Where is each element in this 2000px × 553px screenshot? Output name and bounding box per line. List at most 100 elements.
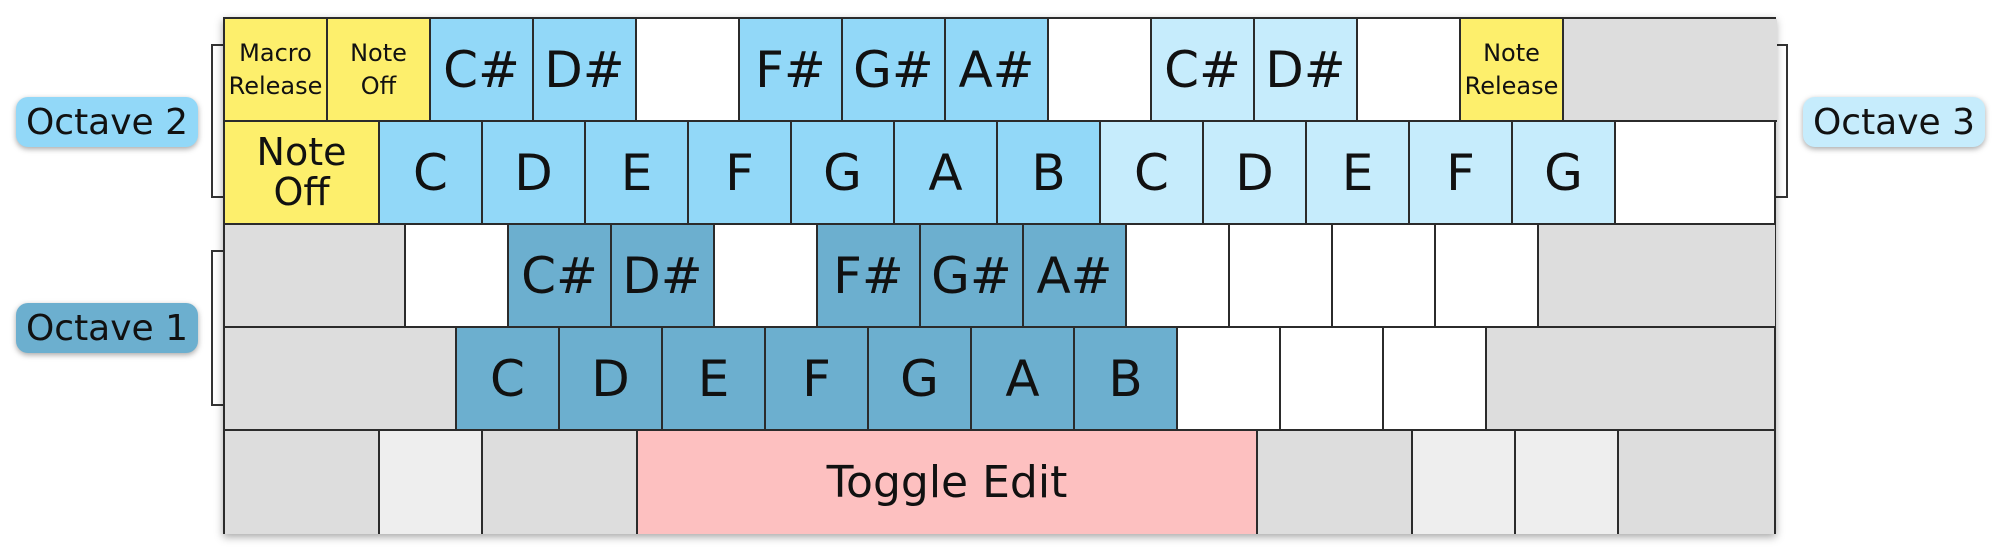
key-label: Note Off bbox=[350, 39, 407, 100]
key-label: D bbox=[514, 143, 553, 202]
key-c-octave2: C bbox=[380, 122, 483, 225]
key-c-octave1: C bbox=[457, 328, 560, 431]
key-d-sharp-octave2: D# bbox=[534, 19, 637, 122]
key-d-octave1: D bbox=[560, 328, 663, 431]
key-label: D# bbox=[622, 246, 703, 305]
key-c-octave3: C bbox=[1101, 122, 1204, 225]
key-label: B bbox=[1031, 143, 1066, 202]
key-label: C# bbox=[1164, 40, 1241, 99]
key-label: F bbox=[802, 349, 831, 408]
key-blank bbox=[1333, 225, 1436, 328]
key-row-3: C# D# F# G# A# bbox=[225, 225, 1775, 328]
key-f-octave2: F bbox=[689, 122, 792, 225]
key-label: B bbox=[1108, 349, 1143, 408]
key-b-octave2: B bbox=[998, 122, 1101, 225]
key-blank bbox=[1178, 328, 1281, 431]
key-label: C bbox=[1134, 143, 1169, 202]
key-blank bbox=[1384, 328, 1487, 431]
key-label: D bbox=[591, 349, 630, 408]
key-g-octave3: G bbox=[1513, 122, 1616, 225]
key-label: Note Off bbox=[256, 129, 347, 214]
key-toggle-edit: Toggle Edit bbox=[638, 431, 1258, 534]
octave-3-label: Octave 3 bbox=[1803, 97, 1985, 147]
key-c-sharp-octave1: C# bbox=[509, 225, 612, 328]
key-d-octave3: D bbox=[1204, 122, 1307, 225]
key-g-sharp-octave1: G# bbox=[921, 225, 1024, 328]
key-c-sharp-octave2: C# bbox=[431, 19, 534, 122]
key-label: D bbox=[1235, 143, 1274, 202]
key-light-gray bbox=[1516, 431, 1619, 534]
key-disabled bbox=[225, 225, 406, 328]
key-note-off: Note Off bbox=[328, 19, 431, 122]
key-f-sharp-octave1: F# bbox=[818, 225, 921, 328]
key-label: E bbox=[620, 143, 653, 202]
key-note-release: Note Release bbox=[1461, 19, 1564, 122]
octave-1-label: Octave 1 bbox=[16, 303, 198, 353]
key-a-octave2: A bbox=[895, 122, 998, 225]
key-label: G bbox=[900, 349, 939, 408]
key-label: D# bbox=[544, 40, 625, 99]
key-disabled bbox=[1258, 431, 1413, 534]
key-label: C bbox=[490, 349, 525, 408]
key-label: E bbox=[1341, 143, 1374, 202]
key-blank bbox=[715, 225, 818, 328]
key-blank bbox=[1127, 225, 1230, 328]
key-label: F bbox=[725, 143, 754, 202]
key-label: E bbox=[697, 349, 730, 408]
key-label: Note Release bbox=[1464, 39, 1559, 100]
octave-3-bracket bbox=[1775, 44, 1788, 198]
key-g-octave1: G bbox=[869, 328, 972, 431]
octave-2-label: Octave 2 bbox=[16, 97, 198, 147]
key-f-octave1: F bbox=[766, 328, 869, 431]
key-disabled bbox=[483, 431, 638, 534]
key-a-sharp-octave1: A# bbox=[1024, 225, 1127, 328]
key-e-octave2: E bbox=[586, 122, 689, 225]
key-label: F# bbox=[833, 246, 904, 305]
key-c-sharp-octave3: C# bbox=[1152, 19, 1255, 122]
key-note-off: Note Off bbox=[225, 122, 380, 225]
key-label: G bbox=[823, 143, 862, 202]
key-label: C# bbox=[443, 40, 520, 99]
key-blank bbox=[1049, 19, 1152, 122]
key-d-sharp-octave3: D# bbox=[1255, 19, 1358, 122]
key-d-octave2: D bbox=[483, 122, 586, 225]
octave-2-bracket bbox=[211, 44, 224, 198]
key-label: F bbox=[1446, 143, 1475, 202]
key-label: G# bbox=[853, 40, 934, 99]
key-blank bbox=[1616, 122, 1774, 225]
key-d-sharp-octave1: D# bbox=[612, 225, 715, 328]
key-blank bbox=[1436, 225, 1539, 328]
octave-1-bracket bbox=[211, 250, 224, 406]
key-g-octave2: G bbox=[792, 122, 895, 225]
key-label: G bbox=[1544, 143, 1583, 202]
key-f-octave3: F bbox=[1410, 122, 1513, 225]
key-label: C# bbox=[521, 246, 598, 305]
key-row-1: Macro Release Note Off C# D# F#G# A# C# D# Note … bbox=[225, 19, 1777, 122]
key-f-sharp-octave2: F# bbox=[740, 19, 843, 122]
key-row-5: Toggle Edit bbox=[225, 431, 1774, 534]
key-b-octave1: B bbox=[1075, 328, 1178, 431]
key-macro-release: Macro Release bbox=[225, 19, 328, 122]
key-blank bbox=[1358, 19, 1461, 122]
key-label: A# bbox=[958, 40, 1035, 99]
key-disabled bbox=[1487, 328, 1774, 431]
key-label: Macro Release bbox=[228, 39, 323, 100]
key-e-octave1: E bbox=[663, 328, 766, 431]
key-disabled bbox=[1539, 225, 1775, 328]
key-label: Toggle Edit bbox=[826, 457, 1068, 508]
key-light-gray bbox=[1413, 431, 1516, 534]
key-disabled bbox=[1619, 431, 1774, 534]
key-blank bbox=[406, 225, 509, 328]
key-light-gray bbox=[380, 431, 483, 534]
key-label: A bbox=[928, 143, 963, 202]
key-label: G# bbox=[931, 246, 1012, 305]
key-disabled bbox=[225, 328, 457, 431]
key-label: A# bbox=[1036, 246, 1113, 305]
key-label: D# bbox=[1265, 40, 1346, 99]
key-blank bbox=[1230, 225, 1333, 328]
key-g-sharp-octave2: G# bbox=[843, 19, 946, 122]
key-a-octave1: A bbox=[972, 328, 1075, 431]
